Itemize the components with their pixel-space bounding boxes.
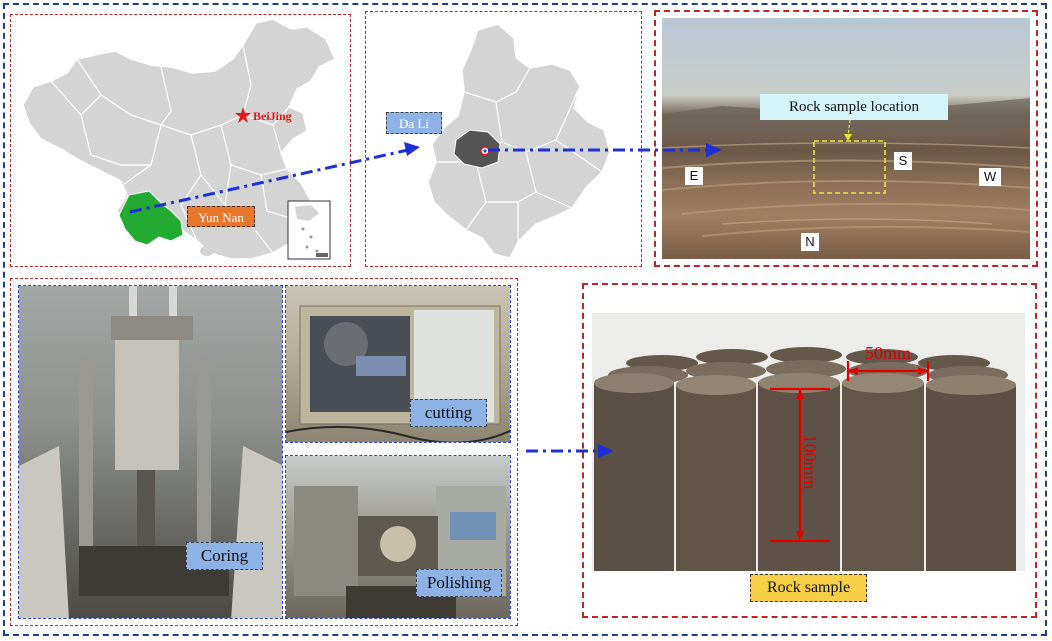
site-overlay bbox=[813, 119, 886, 194]
outer-frame bbox=[3, 3, 1047, 636]
direction-west: W bbox=[979, 168, 1001, 186]
yunnan-tag: Yun Nan bbox=[187, 206, 255, 227]
processing-panel: Coring cutting Pol bbox=[10, 278, 518, 626]
sample-location-tag: Rock sample location bbox=[760, 94, 948, 120]
dali-prefecture bbox=[453, 129, 501, 169]
sample-location-box bbox=[813, 140, 886, 194]
rock-cylinders bbox=[594, 347, 1016, 571]
china-map-panel: BeiJing Yun Nan bbox=[10, 14, 351, 267]
cutting-machine-photo bbox=[286, 286, 510, 442]
beijing-star-icon bbox=[235, 107, 251, 123]
beijing-label: BeiJing bbox=[253, 109, 292, 123]
coring-tag: Coring bbox=[186, 542, 263, 570]
polishing-photo-frame: Polishing bbox=[285, 455, 511, 619]
yunnan-map-panel: Da Li bbox=[365, 11, 642, 267]
yunnan-map bbox=[427, 23, 611, 259]
rock-sample-caption: Rock sample bbox=[750, 574, 867, 602]
site-photo-panel: Rock sample location E S W N bbox=[654, 10, 1038, 267]
height-dimension-label: 100mm bbox=[800, 434, 820, 490]
width-dimension-label: 50mm bbox=[864, 343, 911, 363]
dimension-lines bbox=[770, 361, 930, 543]
cutting-photo-frame: cutting bbox=[285, 285, 511, 443]
dali-tag: Da Li bbox=[386, 112, 442, 134]
open-pit-mine-photo bbox=[662, 18, 1030, 259]
hainan-island bbox=[200, 246, 214, 256]
direction-north: N bbox=[801, 233, 819, 251]
direction-south: S bbox=[894, 152, 912, 170]
rock-sample-photo bbox=[592, 313, 1025, 571]
china-map bbox=[22, 18, 336, 260]
polishing-tag: Polishing bbox=[416, 569, 502, 597]
direction-east: E bbox=[685, 167, 703, 185]
cutting-tag: cutting bbox=[410, 399, 487, 427]
prefecture-boundaries bbox=[436, 67, 603, 242]
coring-photo-frame: Coring bbox=[18, 285, 283, 619]
rock-sample-panel: 50mm 100mm Rock sample bbox=[582, 283, 1037, 618]
